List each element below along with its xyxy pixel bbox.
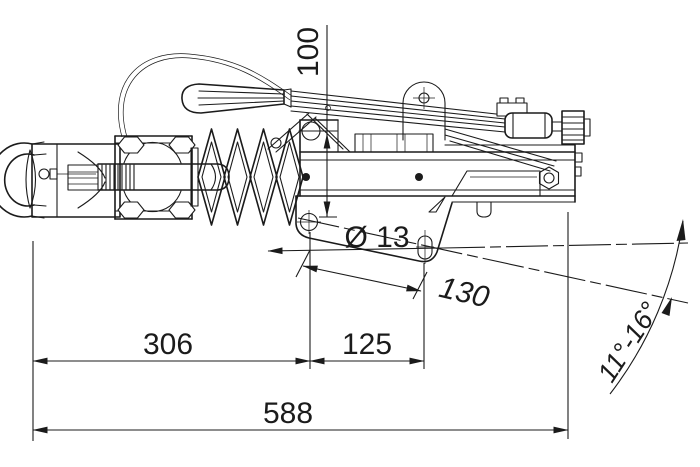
rivet-icon xyxy=(302,173,310,181)
hex-bolt-icon xyxy=(117,201,145,219)
angle-arc xyxy=(609,220,684,395)
clamp-block xyxy=(114,135,196,220)
dim-label-angle-range: 11°-16° xyxy=(592,297,666,388)
dim-label-125: 125 xyxy=(342,328,392,361)
drawbar-shaft xyxy=(97,163,230,191)
dimension-lines xyxy=(32,25,689,441)
dim-label-100: 100 xyxy=(292,27,325,77)
dim-label-130: 130 xyxy=(436,271,493,314)
breakaway-cable xyxy=(118,53,293,138)
shock-absorber xyxy=(504,110,591,145)
handbrake-lever xyxy=(118,53,591,197)
arc-arrow-icon xyxy=(661,297,672,316)
dimension-labels: 100 306 125 588 Ø 13 130 11°-16° xyxy=(143,27,665,430)
coupling-head xyxy=(25,143,121,218)
dim-line-130 xyxy=(302,265,422,292)
hex-bolt-icon xyxy=(168,201,196,219)
leader-hole-diameter xyxy=(267,247,444,255)
hex-bolt-icon xyxy=(117,136,145,154)
horizontal-reference-line xyxy=(442,242,689,249)
rubber-bellows xyxy=(190,128,304,226)
arc-arrow-icon xyxy=(676,219,686,241)
hex-bolt-icon xyxy=(168,136,196,154)
housing-tube xyxy=(295,81,583,203)
dim-label-hole-diameter: Ø 13 xyxy=(344,221,409,254)
inclined-reference-line xyxy=(297,217,689,304)
dim-label-306: 306 xyxy=(143,328,193,361)
tow-eye-ring xyxy=(0,141,47,219)
rivet-icon xyxy=(415,173,423,181)
dim-label-588: 588 xyxy=(263,397,313,430)
